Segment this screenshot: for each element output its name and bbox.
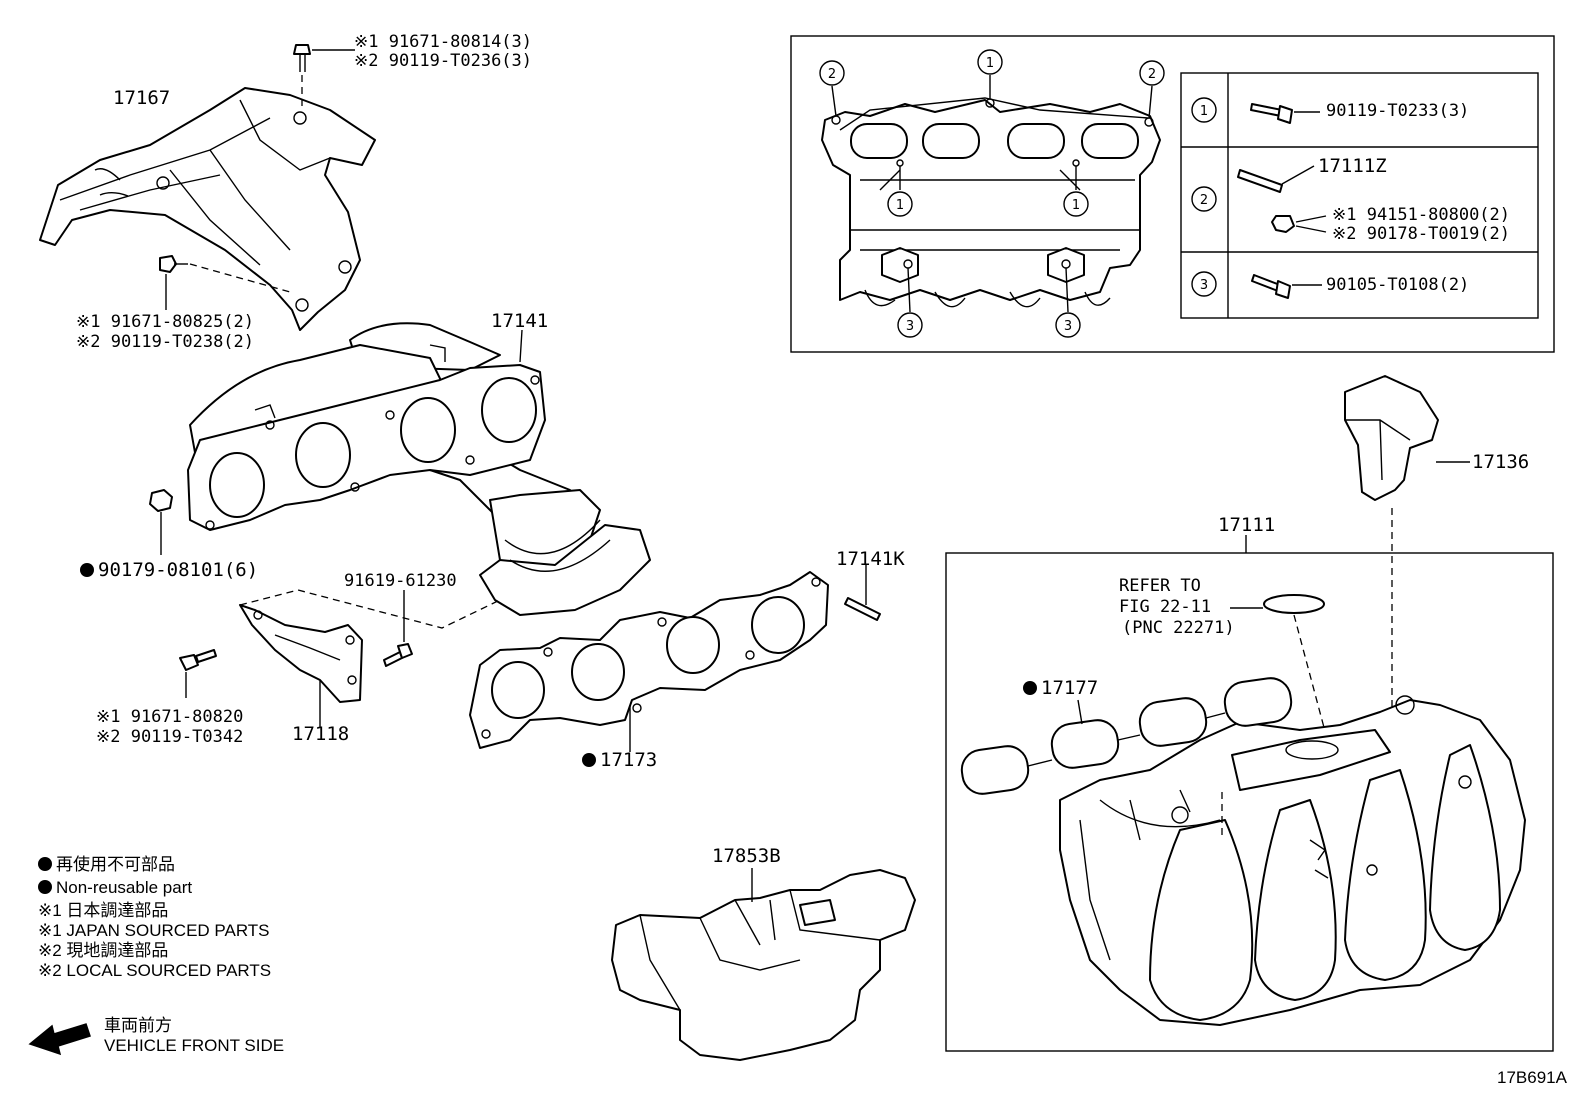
inset-frame xyxy=(790,35,1555,353)
non-reusable-dot-icon xyxy=(80,563,94,577)
label-17111: 17111 xyxy=(1218,514,1276,536)
label-17177: 17177 xyxy=(1023,678,1098,698)
svg-text:1: 1 xyxy=(896,198,904,213)
label-bracket-bolt-1: ※1 91671-80820 xyxy=(96,707,244,727)
svg-text:1: 1 xyxy=(1200,104,1208,119)
label-17853B: 17853B xyxy=(712,845,781,867)
callout-2-left: 2 xyxy=(819,60,845,86)
intake-frame xyxy=(945,552,1554,1052)
legend-front-en: VEHICLE FRONT SIDE xyxy=(104,1036,285,1055)
svg-text:1: 1 xyxy=(1072,198,1080,213)
label-nut: 90179-08101(6) xyxy=(80,560,258,580)
svg-text:2: 2 xyxy=(1148,67,1156,82)
label-side-bolt-2: ※2 90119-T0238(2) xyxy=(76,332,255,352)
callout-num: 1 xyxy=(986,56,994,71)
table-num-1: 1 xyxy=(1191,97,1217,123)
callout-1-top: 1 xyxy=(977,49,1003,75)
insulator-b-drawing xyxy=(611,868,916,1061)
svg-text:3: 3 xyxy=(906,319,914,334)
label-bracket-bolt-2: ※2 90119-T0342 xyxy=(96,727,244,747)
callout-1-right: 1 xyxy=(1063,191,1089,217)
label-top-bolt-2: ※2 90119-T0236(3) xyxy=(354,51,533,71)
svg-text:2: 2 xyxy=(1200,193,1208,208)
figure-code: 17B691A xyxy=(1497,1068,1567,1087)
exhaust-manifold-drawing xyxy=(149,322,651,616)
label-refer-3: (PNC 22271) xyxy=(1122,618,1235,638)
table-part-2b: ※1 94151-80800(2) xyxy=(1332,205,1511,225)
label-17173: 17173 xyxy=(582,750,657,770)
bracket-drawing xyxy=(179,589,501,728)
table-part-2c: ※2 90178-T0019(2) xyxy=(1332,224,1511,244)
legend-mark1-jp: ※1 日本調達部品 xyxy=(38,901,169,920)
callout-3-left: 3 xyxy=(897,312,923,338)
legend-front-jp: 車両前方 xyxy=(104,1016,172,1035)
svg-text:3: 3 xyxy=(1200,278,1208,293)
label-17167: 17167 xyxy=(113,87,171,109)
table-part-2a: 17111Z xyxy=(1318,155,1387,177)
inset-callouts xyxy=(831,75,1153,313)
callout-2-right: 2 xyxy=(1139,60,1165,86)
non-reusable-dot-icon xyxy=(38,857,52,871)
callout-1-left: 1 xyxy=(887,191,913,217)
table-num-2: 2 xyxy=(1191,186,1217,212)
label-17141K: 17141K xyxy=(836,548,905,570)
gasket-drawing xyxy=(469,565,881,752)
vehicle-front-arrow-icon xyxy=(28,1023,91,1056)
callout-3-right: 3 xyxy=(1055,312,1081,338)
table-part-1: 90119-T0233(3) xyxy=(1326,101,1470,121)
label-side-bolt-1: ※1 91671-80825(2) xyxy=(76,312,255,332)
intake-manifold-drawing xyxy=(960,594,1526,1026)
label-17141: 17141 xyxy=(491,310,549,332)
label-17136: 17136 xyxy=(1472,451,1530,473)
svg-text:2: 2 xyxy=(828,67,836,82)
label-refer-1: REFER TO xyxy=(1119,576,1201,596)
table-part-3: 90105-T0108(2) xyxy=(1326,275,1470,295)
non-reusable-dot-icon xyxy=(582,753,596,767)
non-reusable-dot-icon xyxy=(38,880,52,894)
label-refer-2: FIG 22-11 xyxy=(1119,597,1212,617)
legend-mark2-jp: ※2 現地調達部品 xyxy=(38,941,169,960)
fastener-table-grid xyxy=(1180,72,1539,319)
inset-manifold-view xyxy=(821,97,1161,308)
heat-insulator-drawing xyxy=(39,44,376,331)
legend-mark2-en: ※2 LOCAL SOURCED PARTS xyxy=(38,961,272,980)
label-stay-bolt: 91619-61230 xyxy=(344,571,457,591)
table-num-3: 3 xyxy=(1191,271,1217,297)
non-reusable-dot-icon xyxy=(1023,681,1037,695)
legend-mark1-en: ※1 JAPAN SOURCED PARTS xyxy=(38,921,270,940)
legend-non-reusable-jp: 再使用不可部品 xyxy=(38,855,175,875)
label-top-bolt-1: ※1 91671-80814(3) xyxy=(354,32,533,52)
svg-text:3: 3 xyxy=(1064,319,1072,334)
legend-non-reusable-en: Non-reusable part xyxy=(38,878,192,898)
label-17118: 17118 xyxy=(292,723,350,745)
